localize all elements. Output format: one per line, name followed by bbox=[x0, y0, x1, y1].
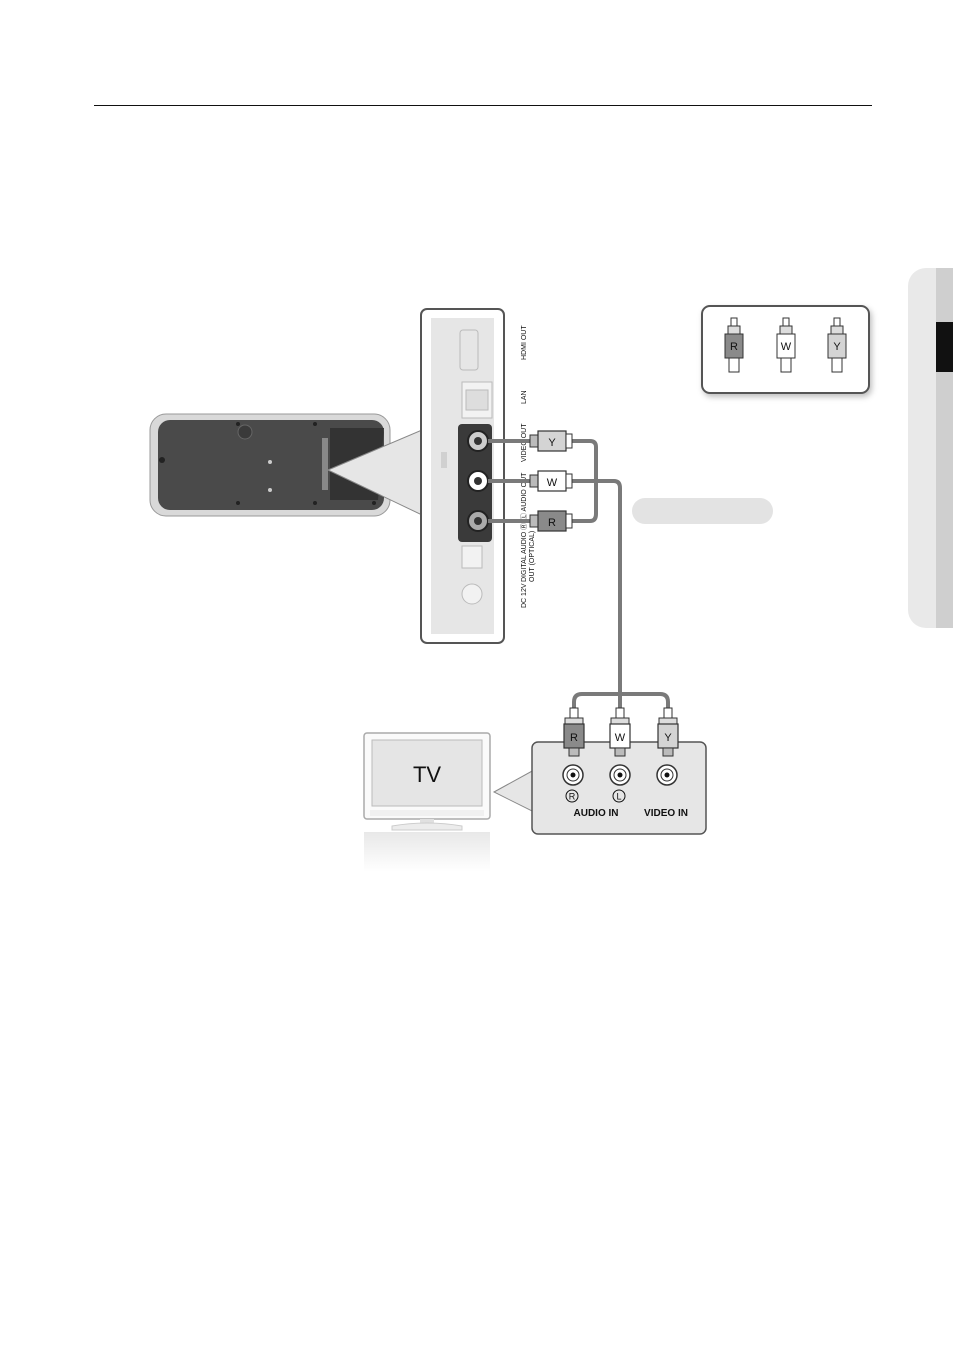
plug-y-tv-letter: Y bbox=[664, 732, 672, 744]
label-hdmi-out: HDMI OUT bbox=[521, 325, 528, 360]
hdmi-port bbox=[460, 330, 478, 370]
label-dc-12v: DC 12V bbox=[521, 583, 528, 608]
audio-out-l-jack bbox=[468, 471, 488, 491]
plug-y-device: Y bbox=[530, 431, 572, 451]
plug-r-device-letter: R bbox=[548, 517, 556, 529]
port-labels: HDMI OUT LAN VIDEO OUT Ⓛ AUDIO OUT Ⓡ DIG… bbox=[520, 325, 536, 608]
plug-legend: R W Y bbox=[702, 306, 869, 393]
plug-w-device-letter: W bbox=[547, 477, 558, 489]
tv-jack-r-letter: R bbox=[569, 792, 576, 802]
tv-video-in-label: VIDEO IN bbox=[644, 808, 688, 819]
tv-audio-in-label: AUDIO IN bbox=[574, 808, 619, 819]
label-audio-out-r: Ⓡ bbox=[520, 523, 528, 530]
tv-jack-l-letter: L bbox=[616, 792, 621, 802]
tv-callout bbox=[494, 770, 534, 812]
legend-plug-r-letter: R bbox=[730, 341, 738, 353]
plug-w-device: W bbox=[530, 471, 572, 491]
blank-label-pill bbox=[632, 498, 773, 524]
label-digital-audio-1: DIGITAL AUDIO bbox=[521, 531, 528, 582]
audio-out-r-jack bbox=[468, 511, 488, 531]
video-out-jack bbox=[468, 431, 488, 451]
plug-y-device-letter: Y bbox=[548, 437, 556, 449]
legend-plug-y-letter: Y bbox=[833, 341, 841, 353]
tv-audio-in-r-jack bbox=[563, 765, 583, 785]
optical-port bbox=[462, 546, 482, 568]
legend-plug-w-letter: W bbox=[781, 341, 792, 353]
plug-r-tv-letter: R bbox=[570, 732, 578, 744]
label-lan: LAN bbox=[521, 390, 528, 404]
back-panel bbox=[421, 309, 504, 643]
label-digital-audio-2: OUT (OPTICAL) bbox=[529, 531, 536, 582]
tv-audio-in-l-jack bbox=[610, 765, 630, 785]
tv-set: TV bbox=[364, 733, 490, 872]
tv-video-in-jack bbox=[657, 765, 677, 785]
dc-power-port bbox=[462, 584, 482, 604]
plug-w-tv-letter: W bbox=[615, 732, 626, 744]
av-cable bbox=[488, 441, 668, 712]
plug-r-device: R bbox=[530, 511, 572, 531]
tv-label: TV bbox=[413, 762, 441, 787]
